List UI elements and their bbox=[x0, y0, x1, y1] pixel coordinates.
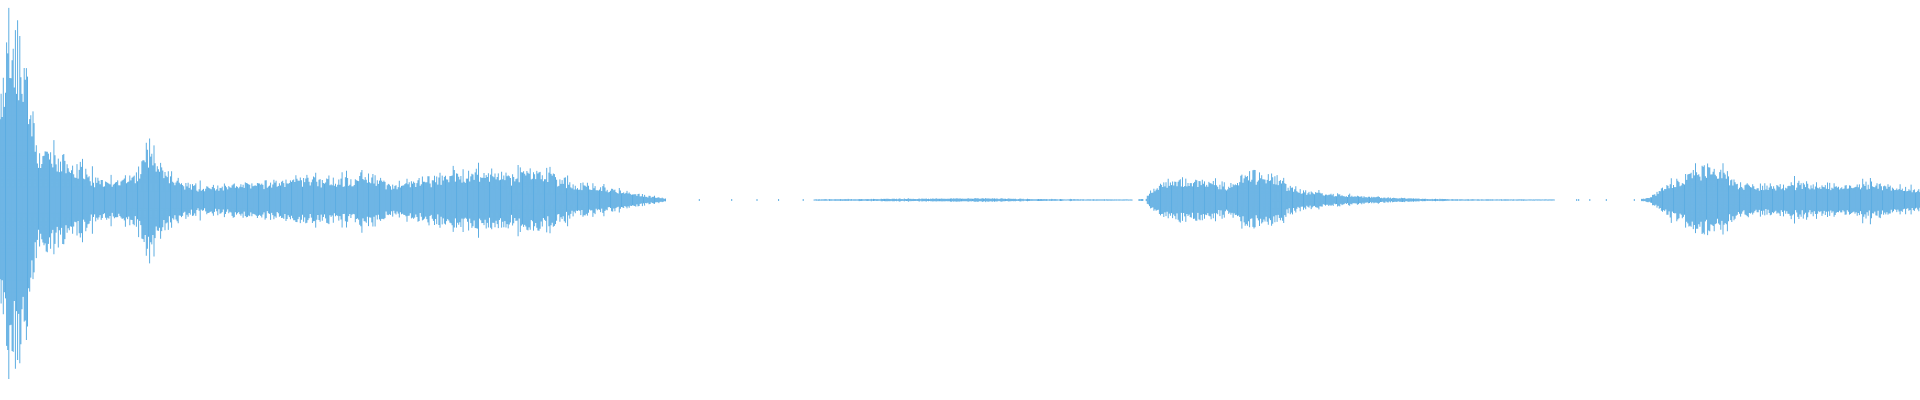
waveform-segment-4 bbox=[1641, 163, 1920, 236]
waveform-strokes bbox=[0, 7, 666, 379]
waveform-segment-1 bbox=[0, 7, 666, 379]
waveform-strokes bbox=[813, 198, 1133, 203]
waveform-strokes bbox=[1145, 169, 1555, 229]
waveform-segment-2 bbox=[813, 198, 1133, 203]
waveform-strokes bbox=[1641, 163, 1920, 236]
waveform-segment-3 bbox=[1145, 169, 1555, 229]
waveform-silence-ticks bbox=[698, 199, 1635, 201]
